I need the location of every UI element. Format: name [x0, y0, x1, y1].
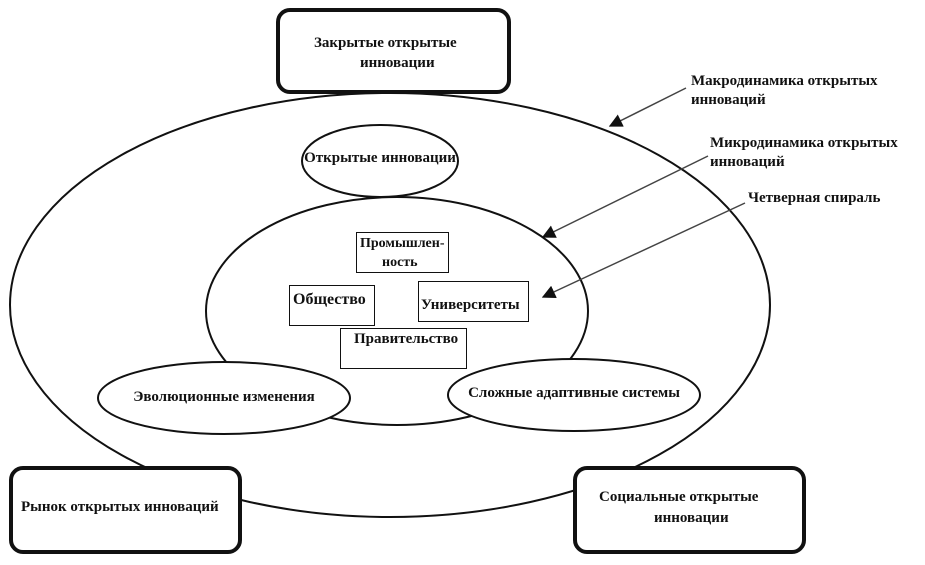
box-universities-label: Университеты	[421, 297, 520, 313]
ellipse-complex-adaptive-systems	[447, 358, 701, 432]
box-industry-line1: Промышлен-	[360, 236, 445, 251]
label-open-innovation: Открытые инновации	[304, 150, 456, 166]
annotation-microdynamics: Микродинамика открытых инноваций	[710, 134, 898, 172]
box-government-label: Правительство	[354, 331, 459, 347]
annotation-macrodynamics: Макродинамика открытых инноваций	[691, 72, 878, 110]
box-closed-open-innovation: Закрытые открытые инновации	[276, 8, 511, 94]
box-social-open-innovation: Социальные открытые инновации	[573, 466, 806, 554]
box-closed-open-innovation-line2: инновации	[360, 55, 435, 71]
box-social-open-innovation-line2: инновации	[654, 510, 729, 526]
ellipse-evolutionary-changes	[97, 361, 351, 435]
annotation-microdynamics-line2: инноваций	[710, 154, 785, 170]
box-society: Общество	[289, 285, 375, 326]
annotation-quadruple-helix: Четверная спираль	[748, 190, 881, 206]
label-evolutionary-changes: Эволюционные изменения	[133, 389, 315, 405]
box-open-innovation-market: Рынок открытых инноваций	[9, 466, 242, 554]
arrow-macro	[608, 87, 687, 127]
annotation-microdynamics-line1: Микродинамика открытых	[710, 135, 898, 151]
box-social-open-innovation-line1: Социальные открытые	[599, 489, 759, 505]
box-industry: Промышлен- ность	[356, 232, 449, 273]
ellipse-open-innovation	[301, 124, 459, 198]
box-universities: Университеты	[418, 281, 529, 322]
arrow-micro	[541, 155, 709, 238]
annotation-macrodynamics-line2: инноваций	[691, 92, 766, 108]
box-open-innovation-market-label: Рынок открытых инноваций	[21, 499, 219, 515]
box-closed-open-innovation-line1: Закрытые открытые	[314, 35, 457, 51]
arrow-helix	[541, 202, 746, 298]
box-society-label: Общество	[293, 291, 366, 308]
box-industry-line2: ность	[382, 255, 418, 270]
box-government: Правительство	[340, 328, 467, 369]
annotation-macrodynamics-line1: Макродинамика открытых	[691, 73, 878, 89]
label-complex-adaptive-systems: Сложные адаптивные системы	[468, 385, 680, 401]
